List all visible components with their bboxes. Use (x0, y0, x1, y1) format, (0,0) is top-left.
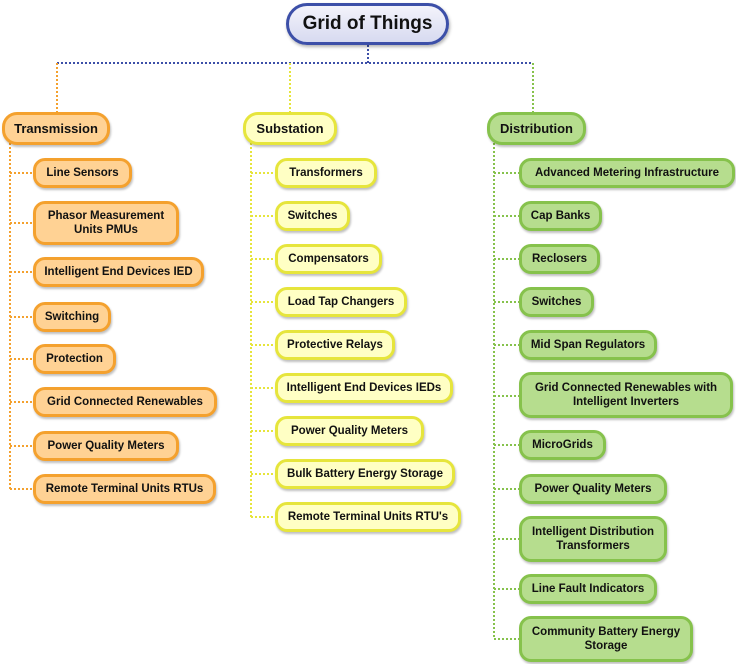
substation-item-ieds: Intelligent End Devices IEDs (275, 373, 453, 403)
category-distribution: Distribution (487, 112, 586, 145)
category-substation: Substation (243, 112, 337, 145)
transmission-item-protection: Protection (33, 344, 116, 374)
distribution-item-community-battery-energy-storage: Community Battery Energy Storage (519, 616, 693, 662)
substation-item-load-tap-changers: Load Tap Changers (275, 287, 407, 317)
distribution-item-line-fault-indicators: Line Fault Indicators (519, 574, 657, 604)
transmission-item-ied: Intelligent End Devices IED (33, 257, 204, 287)
distribution-item-ami: Advanced Metering Infrastructure (519, 158, 735, 188)
substation-item-power-quality-meters: Power Quality Meters (275, 416, 424, 446)
distribution-item-mid-span-regulators: Mid Span Regulators (519, 330, 657, 360)
transmission-item-power-quality-meters: Power Quality Meters (33, 431, 179, 461)
substation-item-bulk-battery-energy-storage: Bulk Battery Energy Storage (275, 459, 455, 489)
category-transmission: Transmission (2, 112, 110, 145)
transmission-item-switching: Switching (33, 302, 111, 332)
substation-item-compensators: Compensators (275, 244, 382, 274)
substation-item-transformers: Transformers (275, 158, 377, 188)
substation-item-rtus: Remote Terminal Units RTU's (275, 502, 461, 532)
transmission-item-grid-connected-renewables: Grid Connected Renewables (33, 387, 217, 417)
distribution-item-cap-banks: Cap Banks (519, 201, 602, 231)
transmission-item-rtus: Remote Terminal Units RTUs (33, 474, 216, 504)
distribution-item-reclosers: Reclosers (519, 244, 600, 274)
transmission-item-line-sensors: Line Sensors (33, 158, 132, 188)
distribution-item-switches: Switches (519, 287, 594, 317)
distribution-item-grid-connected-renewables: Grid Connected Renewables with Intellige… (519, 372, 733, 418)
substation-item-switches: Switches (275, 201, 350, 231)
transmission-item-pmus: Phasor Measurement Units PMUs (33, 201, 179, 245)
distribution-item-power-quality-meters: Power Quality Meters (519, 474, 667, 504)
distribution-item-intelligent-distribution-transformers: Intelligent Distribution Transformers (519, 516, 667, 562)
distribution-item-microgrids: MicroGrids (519, 430, 606, 460)
root-node-grid-of-things: Grid of Things (286, 3, 449, 45)
substation-item-protective-relays: Protective Relays (275, 330, 395, 360)
